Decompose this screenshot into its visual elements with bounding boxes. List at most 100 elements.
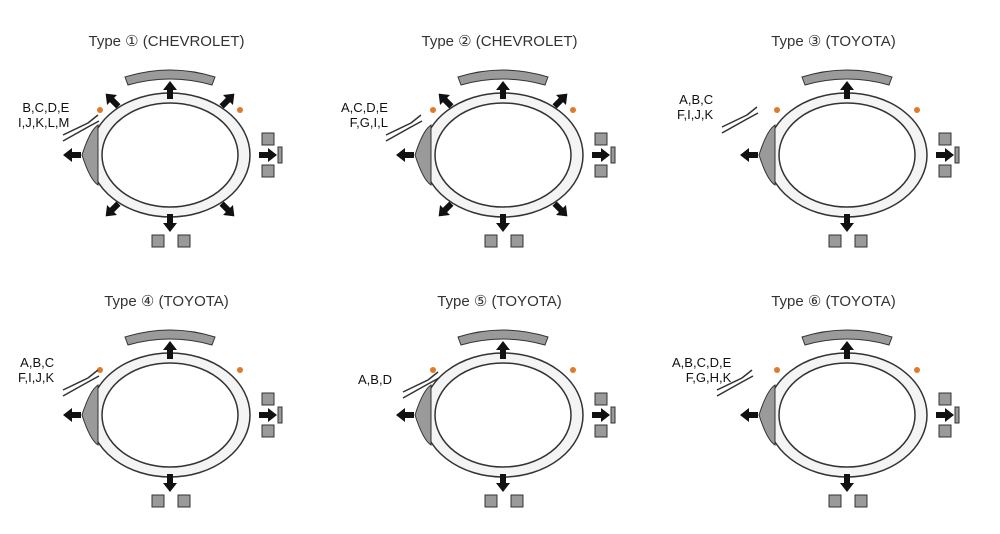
type-title: Type ⑥ (TOYOTA) [771,293,896,310]
pliers-icon [62,114,100,142]
arrow-up-left-icon [105,93,121,109]
cut-point-label: A,B,C [679,92,714,107]
pliers-icon [385,114,423,142]
type-title: Type ⑤ (TOYOTA) [437,293,562,310]
arrow-left-icon [396,148,414,162]
arrow-down-icon [496,214,510,232]
bracket-part [261,164,275,178]
arrow-up-icon [163,81,177,99]
pliers-icon [62,369,100,397]
arrow-left-icon [63,408,81,422]
adapter-diagram [396,329,616,508]
arrow-right-icon [259,408,277,422]
arrow-up-right-icon [552,93,568,109]
arrow-up-right-icon [219,93,235,109]
bracket-part [594,164,608,178]
top-clip-part [457,329,549,346]
bracket-part [484,234,498,248]
bracket-part [938,392,952,406]
arrow-right-icon [259,148,277,162]
arrow-down-icon [840,474,854,492]
bracket-part [261,132,275,146]
bracket-part [151,494,165,508]
side-tab-part [414,384,432,446]
arrow-down-left-icon [438,201,454,217]
arrow-left-icon [740,148,758,162]
cut-point-label: A,C,D,E [341,100,388,115]
arrow-right-icon [936,408,954,422]
arrow-down-right-icon [552,201,568,217]
side-tab-part [758,124,776,186]
arrow-down-icon [163,214,177,232]
bracket-part [594,132,608,146]
cut-point-label: A,B,D [358,372,392,387]
top-clip-part [457,69,549,86]
speaker-opening [778,102,916,208]
adapter-diagram [62,69,283,248]
arrow-left-icon [396,408,414,422]
cut-point-labels: A,B,D [358,372,392,387]
bracket-part [938,164,952,178]
type-title: Type ④ (TOYOTA) [104,293,229,310]
side-tab-part [81,384,99,446]
bracket-part [261,392,275,406]
top-clip-part [801,69,893,86]
arrow-down-icon [163,474,177,492]
clip-part [277,406,283,424]
type-panel-5: Type ⑤ (TOYOTA) A,B,D [333,260,666,527]
adapter-diagram [62,329,283,508]
speaker-opening [778,362,916,468]
cut-point-marker [97,107,103,113]
bracket-part [151,234,165,248]
cut-point-marker [97,367,103,373]
arrow-up-icon [840,81,854,99]
top-clip-part [801,329,893,346]
arrow-down-icon [496,474,510,492]
clip-part [954,406,960,424]
cut-point-label: B,C,D,E [22,100,70,115]
cut-point-marker [237,367,243,373]
cut-point-marker [774,107,780,113]
cut-point-marker [570,367,576,373]
type-title: Type ① (CHEVROLET) [88,33,245,50]
arrow-up-icon [163,341,177,359]
bracket-part [854,494,868,508]
cut-point-marker [914,367,920,373]
arrow-up-icon [496,341,510,359]
cut-point-marker [774,367,780,373]
cut-point-marker [237,107,243,113]
arrow-right-icon [936,148,954,162]
bracket-part [177,494,191,508]
arrow-right-icon [592,408,610,422]
arrow-right-icon [592,148,610,162]
top-clip-part [124,329,216,346]
cut-point-marker [430,107,436,113]
type-title: Type ② (CHEVROLET) [421,33,578,50]
arrow-up-icon [496,81,510,99]
side-tab-part [81,124,99,186]
side-tab-part [758,384,776,446]
speaker-opening [434,102,572,208]
cut-point-label: F,I,J,K [18,370,55,385]
speaker-opening [434,362,572,468]
cut-point-label: I,J,K,L,M [18,115,70,130]
speaker-opening [101,102,239,208]
arrow-left-icon [63,148,81,162]
clip-part [610,146,616,164]
side-tab-part [414,124,432,186]
arrow-left-icon [740,408,758,422]
clip-part [610,406,616,424]
cut-point-marker [570,107,576,113]
bracket-part [261,424,275,438]
cut-point-label: A,B,C,D,E [672,355,732,370]
speaker-opening [101,362,239,468]
type-title: Type ③ (TOYOTA) [771,33,896,50]
pliers-icon [721,106,759,134]
